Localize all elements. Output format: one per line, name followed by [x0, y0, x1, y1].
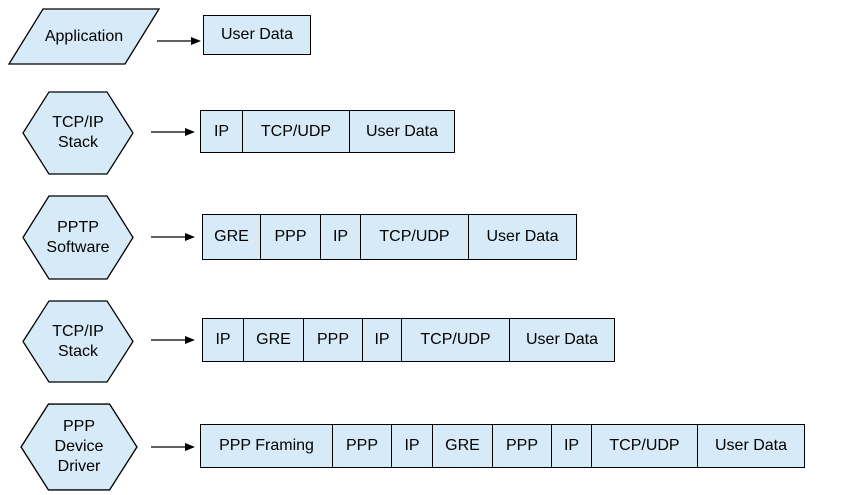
packet-field: TCP/UDP: [592, 424, 698, 468]
row-tcpip-stack-2: TCP/IP Stack IP GRE PPP IP TCP/UDP User …: [0, 300, 844, 384]
packet-field: IP: [321, 214, 361, 260]
right-arrow-icon: [157, 37, 201, 45]
packet-field: TCP/UDP: [361, 214, 469, 260]
packet-field: IP: [552, 424, 592, 468]
packet-field: PPP: [304, 318, 363, 362]
packet-row: IP TCP/UDP User Data: [200, 110, 455, 153]
row-tcpip-stack-1: TCP/IP Stack IP TCP/UDP User Data: [0, 91, 844, 176]
tcpip-stack-stage-shape: TCP/IP Stack: [22, 300, 134, 383]
hexagon-icon: [22, 195, 134, 280]
right-arrow-icon: [151, 336, 195, 344]
packet-field: IP: [392, 424, 433, 468]
packet-row: User Data: [203, 15, 311, 55]
right-arrow-icon: [151, 443, 195, 451]
packet-field: TCP/UDP: [243, 110, 350, 153]
packet-row: GRE PPP IP TCP/UDP User Data: [202, 214, 577, 260]
stage-label: Application: [44, 27, 124, 45]
stage-label: PPTP Software: [46, 218, 110, 256]
packet-field: PPP Framing: [200, 424, 333, 468]
pptp-software-stage-shape: PPTP Software: [22, 195, 134, 280]
packet-field: User Data: [350, 110, 455, 153]
packet-row: PPP Framing PPP IP GRE PPP IP TCP/UDP Us…: [200, 424, 805, 468]
packet-row: IP GRE PPP IP TCP/UDP User Data: [202, 318, 615, 362]
stage-label: TCP/IP Stack: [52, 114, 104, 151]
packet-field: User Data: [469, 214, 577, 260]
packet-field: PPP: [333, 424, 392, 468]
row-application: Application User Data: [0, 8, 844, 66]
packet-field: TCP/UDP: [402, 318, 510, 362]
hexagon-icon: [22, 300, 134, 383]
packet-field: PPP: [493, 424, 552, 468]
packet-field: GRE: [202, 214, 261, 260]
packet-field: User Data: [510, 318, 615, 362]
packet-field: IP: [202, 318, 244, 362]
right-arrow-icon: [151, 233, 195, 241]
packet-field: IP: [363, 318, 402, 362]
packet-field: User Data: [203, 15, 311, 55]
parallelogram-icon: [8, 8, 160, 65]
hexagon-icon: [22, 91, 134, 175]
row-ppp-device-driver: PPP Device Driver PPP Framing PPP IP GRE…: [0, 403, 844, 492]
packet-field: User Data: [698, 424, 805, 468]
ppp-device-driver-stage-shape: PPP Device Driver: [20, 403, 138, 491]
hexagon-icon: [20, 403, 138, 491]
stage-label: PPP Device Driver: [54, 418, 104, 475]
packet-field: PPP: [261, 214, 321, 260]
stage-label: TCP/IP Stack: [52, 322, 104, 360]
row-pptp-software: PPTP Software GRE PPP IP TCP/UDP User Da…: [0, 195, 844, 281]
packet-field: GRE: [433, 424, 493, 468]
packet-field: GRE: [244, 318, 304, 362]
packet-field: IP: [200, 110, 243, 153]
application-stage-shape: Application: [8, 8, 160, 65]
right-arrow-icon: [151, 128, 195, 136]
tcpip-stack-stage-shape: TCP/IP Stack: [22, 91, 134, 175]
